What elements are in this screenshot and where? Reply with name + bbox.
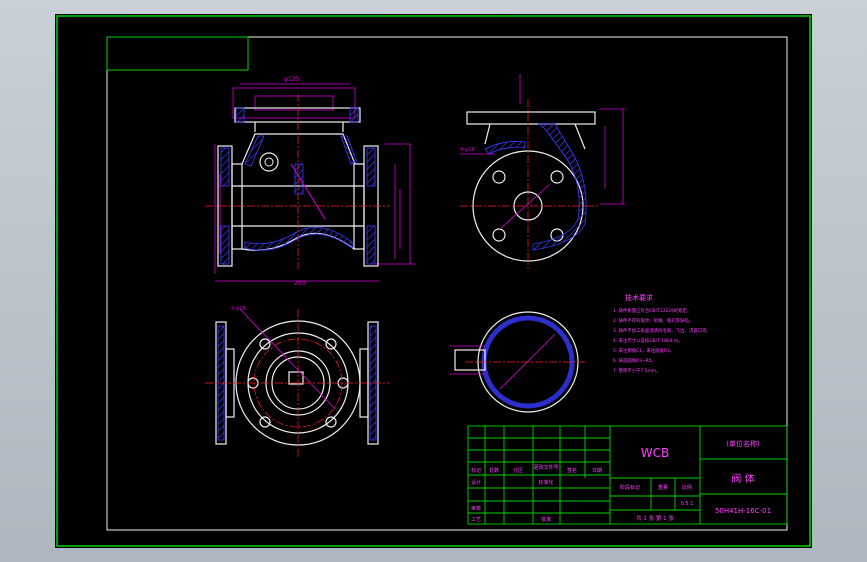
stage-mark-label: 阶段标记 [620, 484, 640, 491]
tech-req-item: 3. 铸件不加工表面须清除毛刺、飞边、浇冒口等。 [613, 327, 711, 334]
side-leader-dim: 4-φ18 [460, 147, 475, 153]
front-top-dim: φ125 [284, 76, 300, 83]
tech-req-title: 技术要求 [625, 293, 653, 302]
process-label: 工艺 [471, 517, 481, 523]
tech-req-item: 1. 铸件质量应符合GB/T12229的规定。 [613, 307, 691, 314]
technical-requirements: 技术要求 1. 铸件质量应符合GB/T12229的规定。 2. 铸件不得有裂纹、… [613, 293, 711, 374]
approve-label: 批准 [541, 516, 551, 523]
zone-label: 分区 [513, 467, 523, 474]
mark-label: 标记 [471, 467, 481, 474]
scale-label: 比例 [682, 484, 692, 491]
scale-value: 0.5:1 [681, 501, 694, 507]
drawing-canvas: 203 φ125 [56, 15, 811, 547]
tech-req-item: 7. 壁厚不小于7.5mm。 [613, 367, 660, 374]
review-label: 审核 [471, 505, 481, 512]
inner-border [106, 36, 788, 531]
material-text: WCB [641, 446, 669, 460]
title-block: WCB (单位名称) 阀 体 50H41H-16C-01 阶段标记 重量 比例 … [467, 425, 788, 525]
tech-req-item: 2. 铸件不得有裂纹、砂眼、缩孔等缺陷。 [613, 317, 693, 324]
outer-border [56, 15, 811, 547]
standardize-label: 标准化 [538, 479, 553, 486]
design-label: 设计 [471, 479, 481, 486]
tech-req-item: 4. 未注尺寸公差按GB/T 1804-m。 [613, 337, 683, 344]
front-length-dim: 203 [294, 280, 306, 287]
unit-name-text: (单位名称) [726, 439, 760, 448]
date-label: 日期 [592, 468, 602, 474]
sign-label: 签名 [567, 467, 577, 474]
weight-label: 重量 [658, 484, 668, 491]
drawing-sheet: 203 φ125 [55, 14, 812, 548]
count-label: 处数 [489, 467, 499, 474]
drawing-number-text: 50H41H-16C-01 [715, 507, 771, 515]
end-view: 4-φ18 [205, 306, 390, 459]
part-name-text: 阀 体 [731, 472, 754, 485]
section-ring-view [450, 311, 585, 413]
change-doc-label: 更改文件号 [533, 464, 558, 471]
tech-req-item: 6. 铸造圆角R3~R5。 [613, 357, 656, 364]
end-leader-dim: 4-φ18 [231, 306, 246, 312]
sheet-count-text: 共 1 张 第 1 张 [636, 514, 674, 522]
side-view: 4-φ18 [460, 74, 625, 269]
tech-req-item: 5. 未注倒角C1，未注圆角R3。 [613, 347, 674, 354]
front-section-view: 203 φ125 [205, 76, 415, 287]
corner-box [106, 36, 249, 71]
